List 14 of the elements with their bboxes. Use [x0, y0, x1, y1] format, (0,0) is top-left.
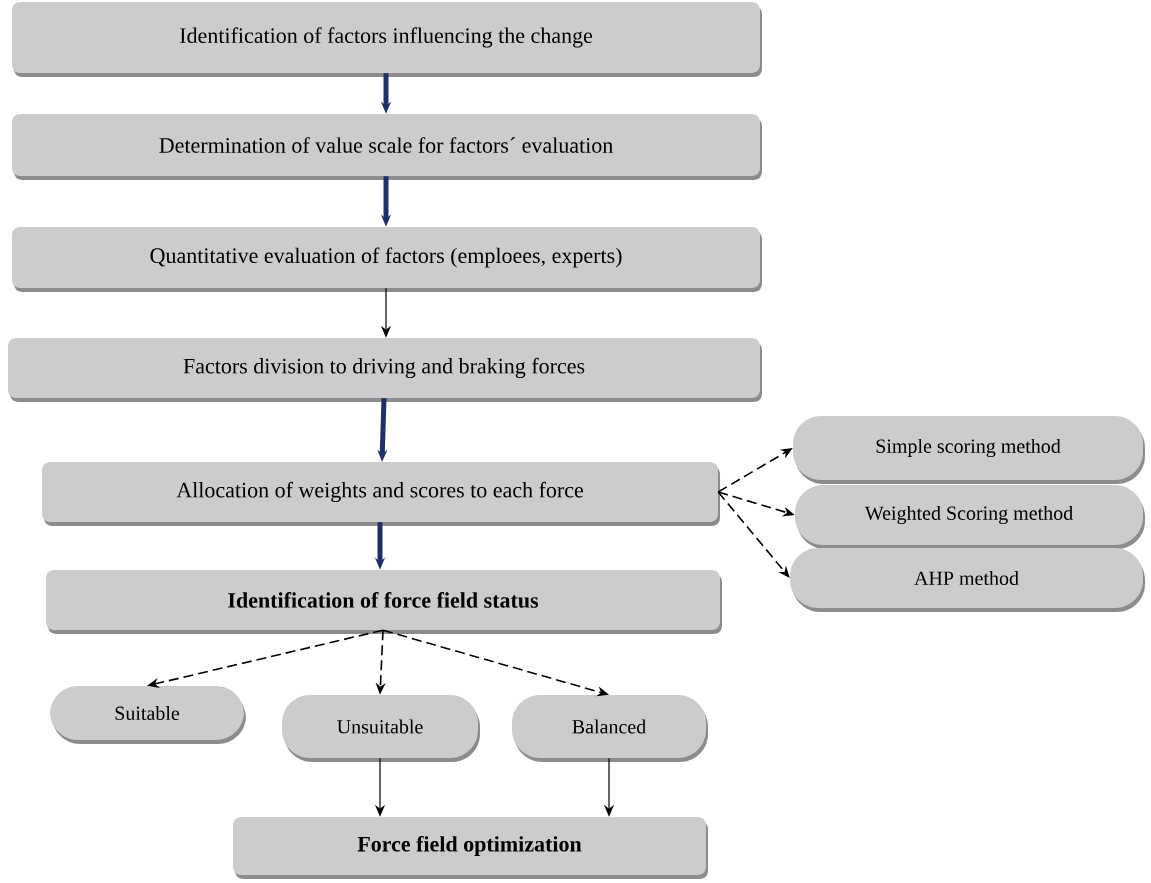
process-box: Identification of force field status	[46, 570, 722, 634]
process-box: Quantitative evaluation of factors (emploees, experts)	[12, 227, 762, 292]
process-box: Identification of factors influencing the change	[12, 2, 762, 77]
rounded-box: Suitable	[50, 686, 246, 744]
rounded-box: Simple scoring method	[793, 416, 1145, 484]
rounded-box: Weighted Scoring method	[795, 485, 1145, 549]
process-box: Force field optimization	[233, 817, 708, 879]
arrow	[717, 491, 790, 578]
process-box: Determination of value scale for factors´ evaluation	[12, 114, 762, 180]
rounded-box: Balanced	[512, 695, 708, 762]
rounded-box: Unsuitable	[282, 695, 480, 762]
rounded-box: AHP method	[790, 548, 1145, 612]
process-box: Factors division to driving and braking forces	[8, 338, 762, 402]
process-box: Allocation of weights and scores to each force	[42, 462, 720, 526]
